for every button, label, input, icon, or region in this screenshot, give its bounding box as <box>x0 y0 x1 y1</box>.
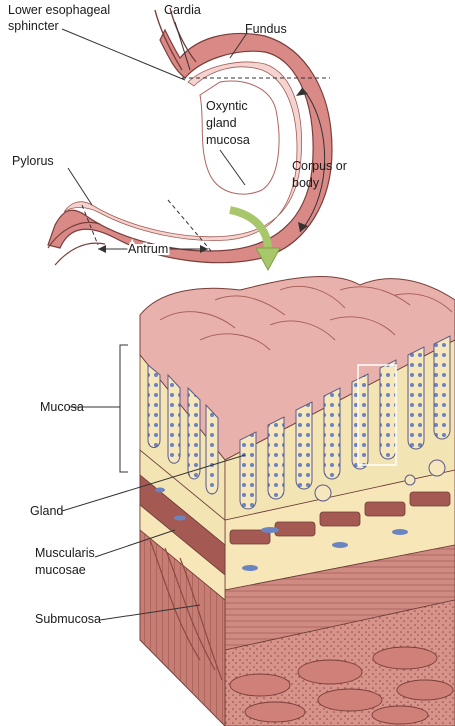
label-pylorus: Pylorus <box>12 154 54 168</box>
label-mucosa: Mucosa <box>40 400 84 414</box>
label-submucosa: Submucosa <box>35 612 101 626</box>
label-muscularis-mucosae: Muscularis mucosae <box>35 546 98 577</box>
tissue-block <box>140 276 455 726</box>
label-cardia: Cardia <box>164 3 201 17</box>
label-lower-esophageal-sphincter: Lower esophageal sphincter <box>8 3 114 33</box>
label-gland: Gland <box>30 504 63 518</box>
label-antrum: Antrum <box>128 242 168 256</box>
stomach-illustration <box>48 8 332 270</box>
label-fundus: Fundus <box>245 22 287 36</box>
